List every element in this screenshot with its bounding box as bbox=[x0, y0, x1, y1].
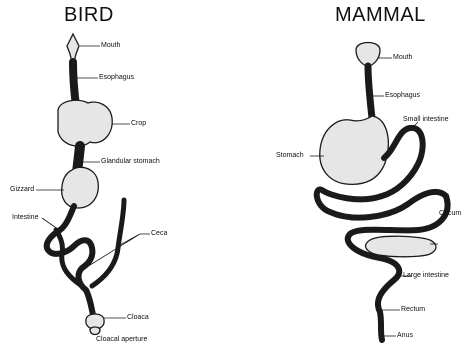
bird-label-cloacal-aperture: Cloacal aperture bbox=[96, 336, 147, 344]
bird-ceca-right bbox=[92, 200, 124, 286]
mammal-label-large-intestine: Large intestine bbox=[403, 272, 449, 280]
mammal-label-stomach: Stomach bbox=[276, 152, 304, 160]
bird-label-ceca: Ceca bbox=[151, 230, 167, 238]
bird-mouth bbox=[67, 34, 79, 62]
mammal-cecum bbox=[366, 236, 437, 257]
bird-crop bbox=[58, 100, 112, 146]
mammal-label-esophagus: Esophagus bbox=[385, 92, 420, 100]
bird-label-gizzard: Gizzard bbox=[10, 186, 34, 194]
mammal-label-rectum: Rectum bbox=[401, 306, 425, 314]
mammal-label-mouth: Mouth bbox=[393, 54, 412, 62]
bird-label-cloaca: Cloaca bbox=[127, 314, 149, 322]
bird-label-crop: Crop bbox=[131, 120, 146, 128]
bird-label-esophagus: Esophagus bbox=[99, 74, 134, 82]
bird-label-intestine: Intestine bbox=[12, 214, 38, 222]
mammal-mouth bbox=[356, 43, 380, 67]
bird-cloacal-aperture bbox=[90, 327, 100, 335]
bird-label-glandular-stomach: Glandular stomach bbox=[101, 158, 160, 166]
bird-gizzard bbox=[62, 167, 99, 208]
mammal-digestive-tract bbox=[310, 43, 448, 341]
mammal-label-cecum: Cecum bbox=[439, 210, 461, 218]
bird-esophagus bbox=[73, 62, 76, 106]
mammal-label-small-intestine: Small intestine bbox=[403, 116, 449, 124]
bird-label-mouth: Mouth bbox=[101, 42, 120, 50]
mammal-stomach bbox=[320, 116, 389, 184]
bird-intestine-inner bbox=[47, 206, 94, 320]
mammal-esophagus bbox=[368, 66, 372, 118]
mammal-label-anus: Anus bbox=[397, 332, 413, 340]
